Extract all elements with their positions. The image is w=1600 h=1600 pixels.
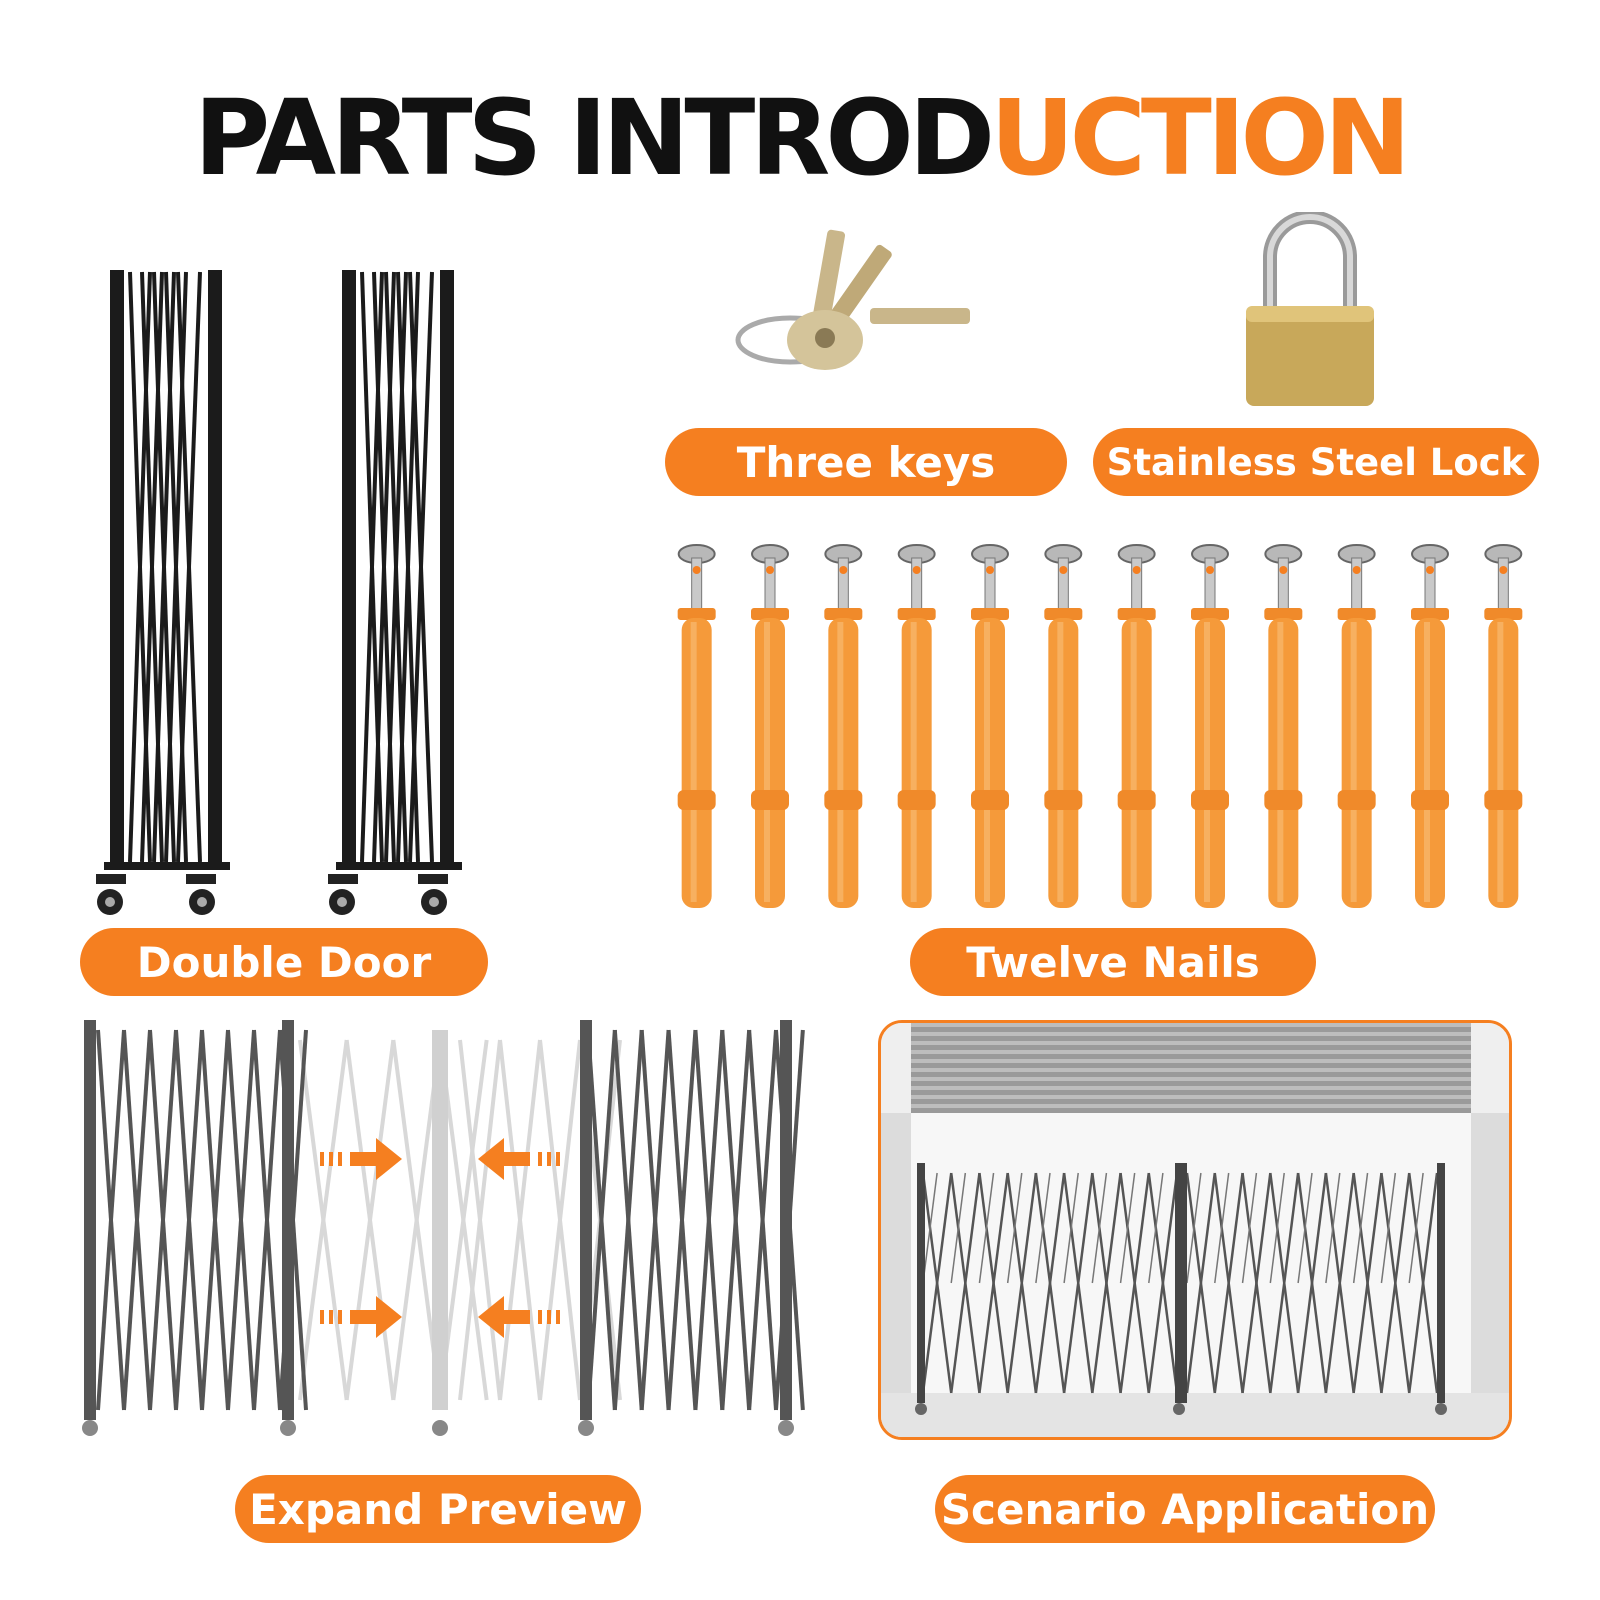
nail-icon xyxy=(1044,544,1083,908)
arrow-right-icon xyxy=(320,1138,402,1180)
scenario-image xyxy=(878,1020,1512,1440)
nail-icon xyxy=(751,544,789,908)
lock-icon xyxy=(1246,212,1374,406)
label-stainless-steel-lock: Stainless Steel Lock xyxy=(1093,428,1539,496)
title-accent-part: UCTION xyxy=(990,77,1411,199)
nail-icon xyxy=(897,544,936,908)
key-icon xyxy=(735,229,970,370)
arrow-left-icon xyxy=(478,1138,560,1180)
nail-icon xyxy=(824,544,863,908)
page-title: PARTS INTRODUCTION xyxy=(0,78,1600,198)
arrow-left-icon xyxy=(478,1296,560,1338)
label-twelve-nails: Twelve Nails xyxy=(910,928,1316,996)
title-dark-part: PARTS INTROD xyxy=(194,77,995,199)
nails-image xyxy=(660,540,1540,920)
nail-icon xyxy=(1484,544,1523,908)
nail-icon xyxy=(677,544,716,908)
expand-preview-image xyxy=(60,1010,820,1450)
nail-icon xyxy=(1117,544,1156,908)
folded-gate-right xyxy=(328,270,462,915)
label-scenario-application: Scenario Application xyxy=(935,1475,1435,1543)
keys-image xyxy=(730,220,980,390)
nail-icon xyxy=(1337,544,1376,908)
double-door-image xyxy=(90,262,490,932)
nail-icon xyxy=(971,544,1009,908)
label-three-keys: Three keys xyxy=(665,428,1067,496)
nail-icon xyxy=(1264,544,1303,908)
padlock-image xyxy=(1240,212,1380,412)
label-expand-preview: Expand Preview xyxy=(235,1475,641,1543)
arrow-right-icon xyxy=(320,1296,402,1338)
nail-icon xyxy=(1191,544,1229,908)
nail-icon xyxy=(1411,544,1449,908)
folded-gate-left xyxy=(96,270,230,915)
label-double-door: Double Door xyxy=(80,928,488,996)
